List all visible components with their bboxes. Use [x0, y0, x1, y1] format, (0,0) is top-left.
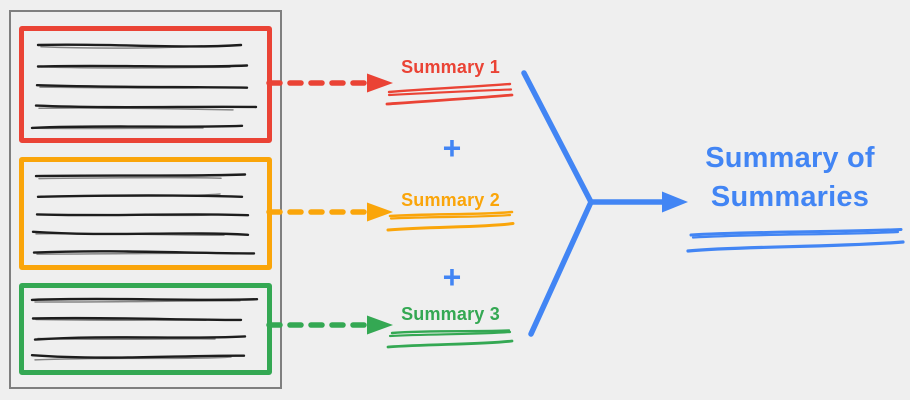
document-chunk-3 [19, 283, 272, 375]
summary-2-scribble [386, 210, 515, 232]
summary-1-scribble [385, 82, 514, 106]
summary-1-label: Summary 1 [401, 57, 500, 77]
result-scribble [686, 228, 905, 253]
summary-2-label: Summary 2 [401, 190, 500, 210]
chunk-1-text-scribbles [30, 43, 258, 130]
summary-3-scribble [386, 329, 514, 349]
dashed-arrow-chunk3-to-summary3-icon [266, 315, 393, 335]
document-chunk-1 [19, 26, 272, 143]
plus-operator-2: + [442, 259, 462, 295]
summary-3-label: Summary 3 [401, 304, 500, 324]
source-document [9, 10, 282, 389]
chunk-2-text-scribbles [31, 173, 256, 255]
merge-arrow-icon [521, 70, 688, 337]
dashed-arrow-chunk2-to-summary2-icon [266, 202, 393, 222]
document-chunk-2 [19, 157, 272, 270]
chunk-3-text-scribbles [30, 297, 259, 361]
dashed-arrow-chunk1-to-summary1-icon [266, 73, 393, 93]
plus-operator-1: + [442, 130, 462, 166]
summary-of-summaries-title: Summary of Summaries [705, 142, 875, 213]
